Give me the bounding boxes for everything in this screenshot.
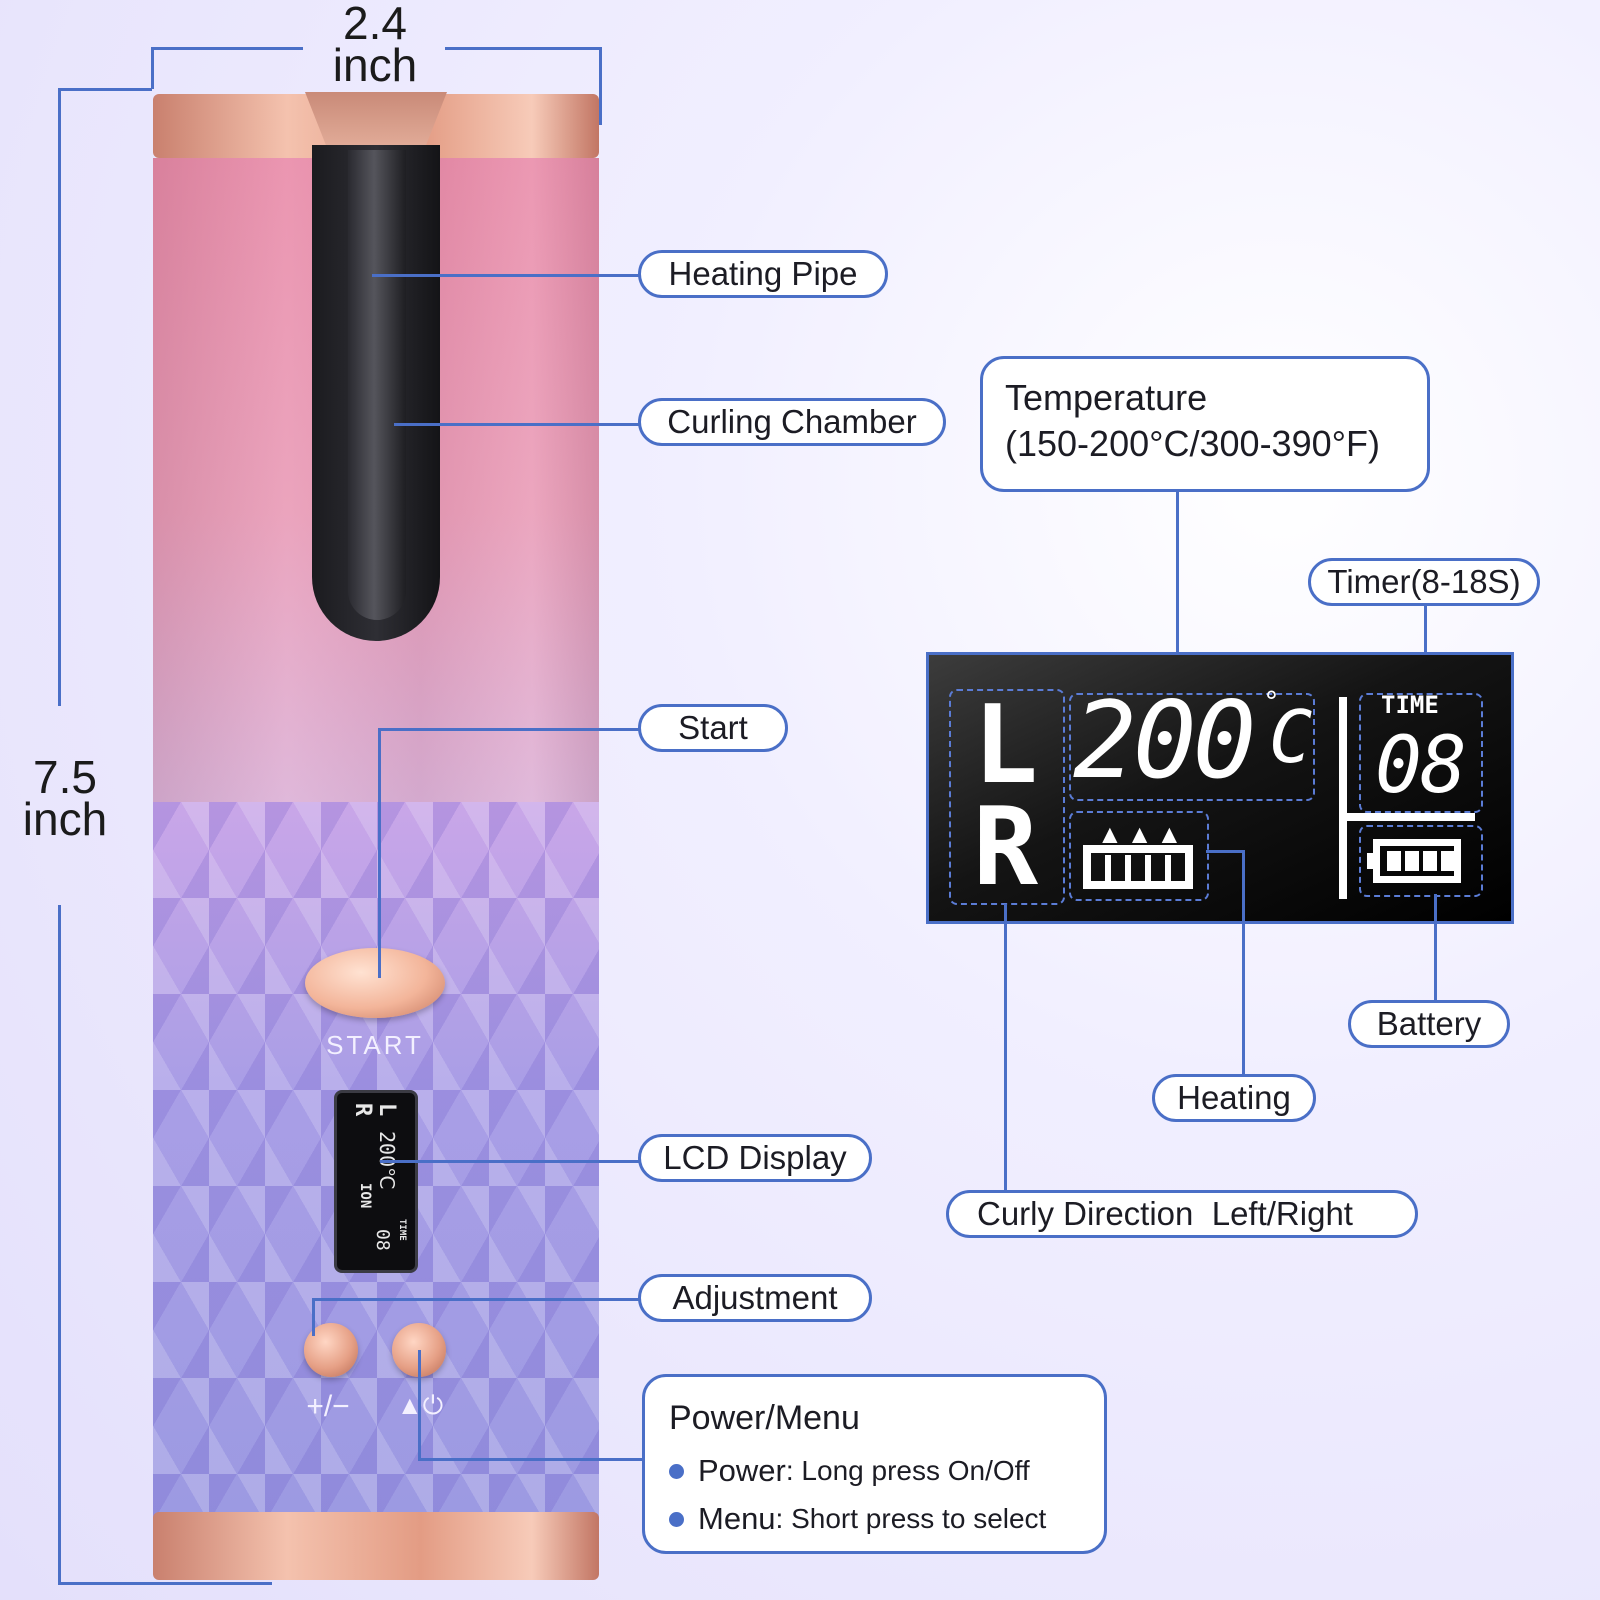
height-bracket-top: [58, 88, 152, 91]
heating-pipe-callout: Heating Pipe: [638, 250, 888, 298]
power-menu-leader-h: [418, 1458, 644, 1461]
heating-callout: Heating: [1152, 1074, 1316, 1122]
menu-row: Menu : Short press to select: [669, 1501, 1046, 1537]
temperature-range: (150-200°C/300-390°F): [1005, 423, 1380, 464]
start-button[interactable]: [305, 948, 445, 1018]
width-bracket-top-left: [151, 47, 303, 50]
curling-chamber-leader: [394, 423, 640, 426]
battery-callout: Battery: [1348, 1000, 1510, 1048]
battery-leader: [1434, 894, 1437, 1002]
start-label: START: [326, 1030, 424, 1060]
mini-lcd-right: R: [350, 1103, 375, 1117]
curly-direction-callout: Curly Direction Left/Right: [946, 1190, 1418, 1238]
lcd-display-detail: L R 200 ° C ▲▲▲ TIME 08: [926, 652, 1514, 924]
temperature-unit: C: [1269, 695, 1313, 779]
curly-direction-leader: [1004, 904, 1007, 1194]
height-bracket-lower: [58, 905, 61, 1585]
width-dimension: 2.4 inch: [305, 0, 445, 91]
height-bracket-bottom: [58, 1582, 272, 1585]
height-unit: inch: [22, 793, 108, 845]
direction-indicator: [949, 689, 1065, 905]
timer-indicator: [1359, 693, 1483, 813]
plus-minus-label: +/−: [306, 1390, 350, 1423]
start-leader-v: [378, 728, 381, 978]
power-desc: : Long press On/Off: [785, 1455, 1030, 1486]
bullet-icon: [669, 1463, 684, 1479]
time-value: 08: [1375, 721, 1467, 811]
timer-leader: [1424, 604, 1427, 696]
menu-desc: : Short press to select: [775, 1503, 1047, 1534]
power-label: Power: [698, 1453, 786, 1488]
width-bracket-left: [151, 47, 154, 89]
bullet-icon: [669, 1511, 684, 1527]
adjustment-leader-v: [312, 1298, 315, 1336]
power-menu-title: Power/Menu: [669, 1399, 860, 1437]
width-bracket-top-right: [445, 47, 602, 50]
mini-lcd-time: 08: [372, 1229, 393, 1251]
width-value: 2.4: [343, 0, 407, 49]
heating-pipe: [348, 150, 406, 620]
degree-symbol: °: [1263, 685, 1280, 718]
direction-right: R: [973, 785, 1039, 910]
time-label: TIME: [1381, 691, 1439, 719]
lcd-divider-h: [1339, 813, 1475, 821]
lcd-display-leader: [380, 1160, 640, 1163]
height-dimension: 7.5 inch: [0, 751, 130, 845]
bottom-cap: [153, 1512, 599, 1580]
temperature-title: Temperature: [1005, 377, 1208, 418]
adjustment-leader-h: [312, 1298, 640, 1301]
adjustment-callout: Adjustment: [638, 1274, 872, 1322]
heating-leader-v: [1242, 850, 1245, 1076]
power-menu-callout: Power/Menu Power : Long press On/Off Men…: [642, 1374, 1107, 1554]
temperature-indicator: [1069, 693, 1315, 801]
heating-indicator: [1069, 811, 1209, 901]
lcd-divider: [1339, 697, 1347, 899]
start-leader-h: [378, 728, 640, 731]
heating-pipe-leader: [372, 274, 640, 277]
timer-callout: Timer(8-18S): [1308, 558, 1540, 606]
heating-leader-h: [1206, 850, 1244, 853]
temperature-leader: [1176, 492, 1179, 692]
temperature-callout: Temperature (150-200°C/300-390°F): [980, 356, 1430, 492]
height-bracket-upper: [58, 88, 61, 706]
mini-lcd-ion: ION: [357, 1183, 373, 1209]
power-row: Power : Long press On/Off: [669, 1453, 1030, 1489]
menu-label: Menu: [698, 1501, 776, 1536]
width-bracket-right: [599, 47, 602, 125]
mini-lcd-left: L: [374, 1103, 399, 1117]
mini-lcd-time-label: TIME: [397, 1219, 407, 1241]
temperature-value: 200: [1073, 679, 1256, 802]
lcd-display-mini: L R 200℃ ION TIME 08: [334, 1090, 418, 1273]
power-menu-leader-v: [418, 1350, 421, 1460]
start-callout: Start: [638, 704, 788, 752]
height-value: 7.5: [33, 751, 97, 803]
direction-left: L: [973, 683, 1039, 808]
curling-chamber-callout: Curling Chamber: [638, 398, 946, 446]
lcd-display-callout: LCD Display: [638, 1134, 872, 1182]
width-unit: inch: [332, 39, 418, 91]
battery-indicator: [1359, 825, 1483, 897]
